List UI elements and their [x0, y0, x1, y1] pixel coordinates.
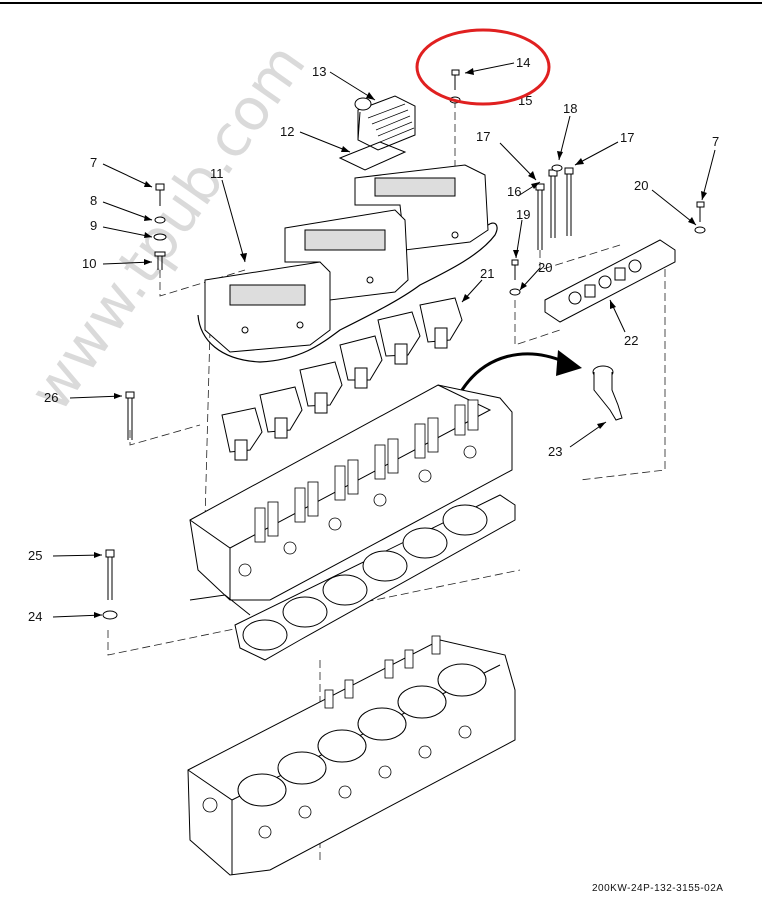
- guide-line-bolt-26: [129, 424, 201, 446]
- reference-code: 200KW-24P-132-3155-02A: [592, 883, 723, 894]
- bolt-7-left: [155, 183, 165, 191]
- washer-9: [153, 233, 167, 241]
- part-12-gasket: [338, 141, 407, 171]
- callout-25: 25: [28, 548, 42, 563]
- part-11-cover-gasket: [197, 222, 498, 363]
- watermark-text: www.tpub.com: [16, 31, 319, 423]
- callout-20-right: 20: [634, 178, 648, 193]
- callout-10: 10: [82, 256, 96, 271]
- callout-17-left: 17: [476, 129, 490, 144]
- callout-16: 16: [507, 184, 521, 199]
- part-21-rocker-arms: [221, 297, 463, 461]
- part-11-valve-cover: [204, 164, 489, 353]
- part-23-bracket: [592, 365, 623, 421]
- bolt-14: [451, 69, 460, 76]
- callout-11: 11: [210, 166, 224, 181]
- callout-20-left: 20: [538, 260, 552, 275]
- callout-9: 9: [90, 218, 97, 233]
- guide-line-right-frame: [579, 245, 666, 481]
- reference-code-group: 200KW-24P-132-3155-02A: [592, 883, 723, 894]
- cap-18: [551, 164, 563, 172]
- leader-arrowheads: [94, 68, 707, 618]
- callout-7-right: 7: [712, 134, 719, 149]
- curved-arrow-head: [556, 350, 582, 376]
- part-13-breather: [354, 95, 416, 151]
- guide-line-rail: [539, 244, 621, 271]
- callout-22: 22: [624, 333, 638, 348]
- washer-20-left: [509, 288, 521, 296]
- engine-block: [187, 635, 516, 876]
- cylinder-head: [189, 384, 513, 601]
- bolt-25: [105, 549, 115, 558]
- fasteners: [102, 69, 706, 620]
- callout-12: 12: [280, 124, 294, 139]
- washer-24: [102, 610, 118, 620]
- callout-19: 19: [516, 207, 530, 222]
- callout-24: 24: [28, 609, 42, 624]
- callout-26: 26: [44, 390, 58, 405]
- gasket-seal-strip: [189, 594, 251, 616]
- callout-14: 14: [516, 55, 530, 70]
- washer-8: [154, 216, 166, 224]
- guide-line-bolt-24: [107, 569, 521, 656]
- callout-18: 18: [563, 101, 577, 116]
- callout-17-right: 17: [620, 130, 634, 145]
- callout-13: 13: [312, 64, 326, 79]
- pushrod-17-b: [564, 167, 574, 175]
- guide-line-left-head: [204, 329, 211, 521]
- washer-20-right: [694, 226, 706, 234]
- curved-arrow: [460, 352, 566, 391]
- watermark: www.tpub.com: [16, 31, 319, 423]
- callout-23: 23: [548, 444, 562, 459]
- callout-21: 21: [480, 266, 494, 281]
- callout-8: 8: [90, 193, 97, 208]
- bolt-26: [125, 391, 135, 399]
- part-22-rocker-rail: [544, 239, 676, 323]
- head-gasket: [234, 494, 516, 661]
- pushrod-16: [535, 183, 545, 191]
- bolt-7-right: [696, 201, 705, 208]
- guide-line-bolt-19: [514, 300, 561, 346]
- callout-7-left: 7: [90, 155, 97, 170]
- bolt-19: [511, 259, 519, 266]
- highlight-circle: [415, 28, 551, 106]
- spacer-10: [154, 251, 166, 257]
